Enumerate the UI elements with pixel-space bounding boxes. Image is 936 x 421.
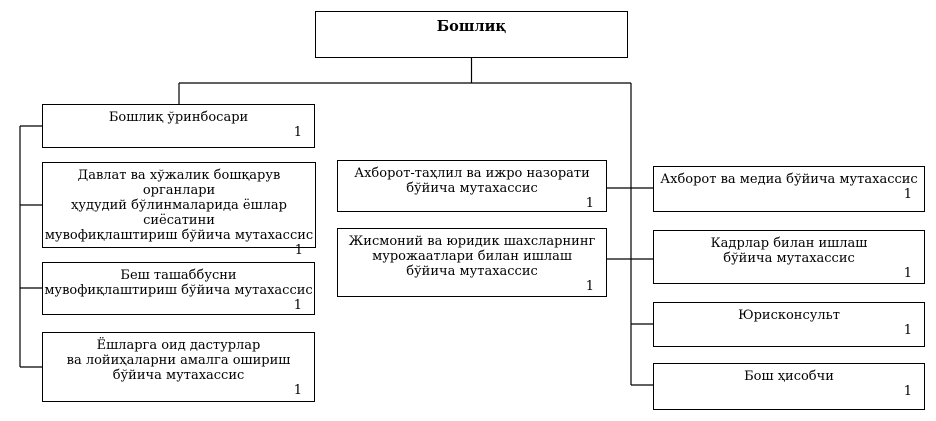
- org-box-youth-programs-specialist: Ёшларга оид дастурлар ва лойиҳаларни ама…: [42, 332, 315, 402]
- org-box-chief-accountant: Бош ҳисобчи 1: [653, 363, 925, 410]
- org-box-appeals-specialist: Жисмоний ва юридик шахсларнинг мурожаатл…: [337, 228, 607, 297]
- headcount-value: 1: [293, 383, 302, 398]
- headcount-value: 1: [585, 279, 594, 294]
- org-box-label: Давлат ва хўжалик бошқарув органлари ҳуд…: [44, 168, 314, 243]
- org-box-head: Бошлиқ: [315, 11, 628, 58]
- org-box-label: Бошлиқ ўринбосари: [108, 110, 249, 125]
- headcount-value: 1: [294, 243, 303, 258]
- headcount-value: 1: [903, 187, 912, 202]
- org-box-hr-specialist: Кадрлар билан ишлаш бўйича мутахассис 1: [653, 230, 925, 284]
- headcount-value: 1: [903, 323, 912, 338]
- headcount-value: 1: [903, 384, 912, 399]
- org-box-label: Бош ҳисобчи: [744, 369, 834, 384]
- org-box-media-specialist: Ахборот ва медиа бўйича мутахассис 1: [653, 166, 925, 212]
- org-box-five-initiatives-specialist: Беш ташаббусни мувофиқлаштириш бўйича му…: [42, 262, 315, 315]
- headcount-value: 1: [293, 298, 302, 313]
- org-box-legal-counsel: Юрисконсульт 1: [653, 302, 925, 347]
- org-box-deputy-head: Бошлиқ ўринбосари 1: [42, 104, 315, 148]
- org-box-info-analysis-specialist: Ахборот-таҳлил ва ижро назорати бўйича м…: [337, 160, 607, 212]
- org-box-label: Кадрлар билан ишлаш бўйича мутахассис: [710, 236, 868, 266]
- headcount-value: 1: [293, 125, 302, 140]
- org-box-state-policy-specialist: Давлат ва хўжалик бошқарув органлари ҳуд…: [42, 162, 316, 258]
- org-box-label: Ахборот ва медиа бўйича мутахассис: [660, 172, 918, 187]
- org-box-label: Бошлиқ: [436, 18, 507, 35]
- org-box-label: Жисмоний ва юридик шахсларнинг мурожаатл…: [348, 234, 596, 279]
- org-box-label: Беш ташаббусни мувофиқлаштириш бўйича му…: [44, 268, 313, 298]
- org-box-label: Ахборот-таҳлил ва ижро назорати бўйича м…: [354, 166, 590, 196]
- headcount-value: 1: [585, 196, 594, 211]
- org-box-label: Ёшларга оид дастурлар ва лойиҳаларни ама…: [66, 338, 291, 383]
- headcount-value: 1: [903, 266, 912, 281]
- org-box-label: Юрисконсульт: [738, 308, 840, 323]
